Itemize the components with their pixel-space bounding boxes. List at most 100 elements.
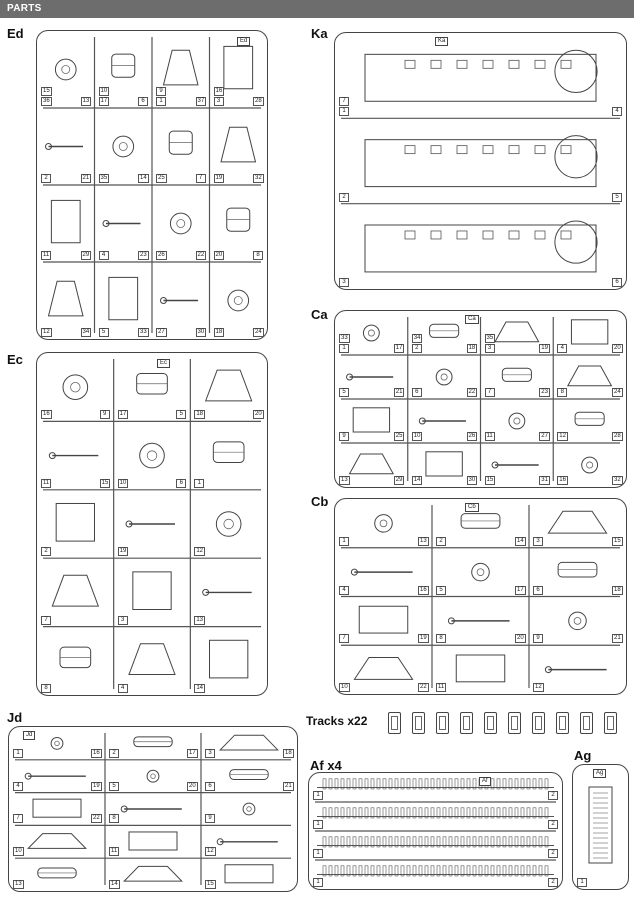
- part-number: 1: [13, 748, 23, 758]
- sprue-tag: Ka: [435, 37, 449, 46]
- part-number: 18: [612, 585, 623, 595]
- part-number: 14: [515, 536, 526, 546]
- part-number: 1: [313, 820, 323, 829]
- part-number: 3: [484, 344, 495, 353]
- part-number: 2: [436, 536, 446, 546]
- part-number: 20: [612, 344, 623, 353]
- part-number: 7: [13, 814, 23, 824]
- part-outline: [364, 135, 598, 188]
- track-link: [460, 712, 473, 734]
- part-outline: [224, 864, 274, 884]
- part-number: 1: [313, 849, 323, 858]
- part-number: 5: [176, 410, 187, 420]
- part-number: 19: [117, 547, 129, 557]
- part-number: 20: [253, 410, 264, 420]
- track-link: [412, 712, 425, 734]
- sprue-ag-drawing: [588, 786, 613, 864]
- part-outline: [429, 323, 460, 338]
- tracks-label: Tracks x22: [306, 714, 368, 728]
- part-number: 8: [253, 251, 263, 260]
- part-number: 6: [411, 388, 422, 397]
- part-number: 8: [41, 684, 51, 693]
- part-outline: [112, 135, 135, 158]
- sprue-tag: Ca: [465, 315, 479, 324]
- part-number: 24: [612, 388, 623, 397]
- part-outline: [50, 199, 81, 244]
- part-outline: [162, 49, 199, 86]
- part-number: 5: [109, 781, 119, 791]
- part-outline: [54, 58, 77, 81]
- part-number: 26: [466, 432, 478, 441]
- sprue-af-drawing: [315, 778, 556, 877]
- part-outline: [108, 276, 139, 321]
- sprue-label-ca: Ca: [311, 307, 328, 322]
- part-number: 6: [533, 585, 543, 595]
- part-outline: [418, 417, 466, 425]
- sprue-label-ag: Ag: [574, 748, 592, 763]
- part-number: 13: [80, 97, 92, 106]
- part-number: 7: [195, 174, 206, 183]
- part-outline: [123, 865, 183, 882]
- part-number: 2: [548, 791, 558, 800]
- part-outline: [215, 511, 242, 537]
- part-outline: [242, 802, 256, 816]
- part-number: 33: [339, 334, 350, 343]
- part-number: 13: [194, 615, 206, 625]
- part-number: 30: [466, 476, 478, 485]
- part-outline: [209, 639, 249, 679]
- part-outline: [24, 772, 86, 780]
- part-outline: [353, 656, 414, 680]
- part-outline: [216, 838, 278, 846]
- part-number: 28: [253, 97, 264, 106]
- part-number: 15: [484, 476, 496, 485]
- part-number: 15: [99, 478, 111, 488]
- part-number: 7: [339, 97, 349, 107]
- part-outline: [37, 867, 77, 879]
- part-outline: [128, 643, 176, 675]
- part-number: 16: [91, 748, 102, 758]
- part-outline: [111, 53, 136, 78]
- part-number: 20: [187, 781, 198, 791]
- part-number: 13: [13, 880, 24, 889]
- part-number: 10: [411, 432, 423, 441]
- part-number: 29: [393, 476, 405, 485]
- part-outline: [362, 324, 380, 342]
- part-number: 16: [41, 410, 52, 420]
- part-number: 17: [187, 748, 198, 758]
- part-outline: [47, 280, 84, 317]
- part-outline: [364, 220, 598, 273]
- part-outline: [45, 143, 83, 150]
- part-number: 12: [557, 432, 568, 441]
- part-number: 5: [339, 388, 349, 397]
- part-outline: [136, 373, 168, 395]
- part-number: 3: [205, 748, 215, 758]
- track-link: [508, 712, 521, 734]
- part-number: 4: [557, 344, 568, 353]
- part-number: 27: [539, 432, 550, 441]
- part-number: 3: [339, 278, 349, 287]
- part-number: 7: [339, 634, 349, 644]
- part-outline: [204, 369, 253, 402]
- part-number: 8: [109, 814, 119, 824]
- part-number: 2: [548, 820, 558, 829]
- part-outline: [317, 778, 554, 790]
- part-number: 14: [109, 880, 120, 889]
- sprue-label-ka: Ka: [311, 26, 328, 41]
- sprue-cb-drawing: [341, 505, 620, 688]
- track-link: [532, 712, 545, 734]
- part-outline: [223, 45, 254, 90]
- part-number: 36: [41, 97, 52, 106]
- part-number: 13: [418, 536, 429, 546]
- part-number: 11: [109, 847, 120, 857]
- part-outline: [491, 461, 539, 469]
- part-outline: [55, 502, 95, 542]
- part-number: 16: [418, 585, 429, 595]
- part-number: 9: [533, 634, 543, 644]
- part-number: 11: [436, 683, 447, 692]
- part-outline: [212, 441, 245, 463]
- part-number: 2: [41, 547, 51, 557]
- part-outline: [139, 442, 165, 469]
